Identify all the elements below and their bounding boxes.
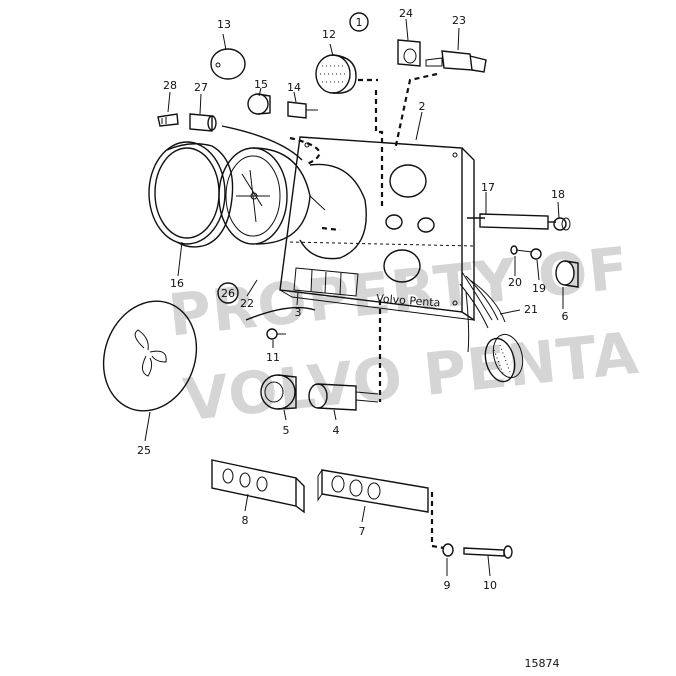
switch-knob	[260, 374, 297, 410]
callout-label: 12	[322, 28, 336, 41]
callout-label: 7	[359, 525, 366, 538]
callout-labels: 13 12 24 23 2 28 27 15 14 17 18 20 19 6 …	[137, 7, 569, 592]
callout-label: 27	[194, 81, 208, 94]
callout-label: 17	[481, 181, 495, 194]
callout-label: 22	[240, 297, 254, 310]
callout-label: 20	[508, 276, 522, 289]
key-switch	[425, 50, 487, 73]
callout-label: 26	[221, 287, 235, 300]
callout-label: 11	[266, 351, 280, 364]
callout-label: 6	[562, 310, 569, 323]
gasket-ring	[299, 163, 367, 260]
figure-number: 1	[356, 16, 363, 29]
callout-label: 23	[452, 14, 466, 27]
callout-label: 18	[551, 188, 565, 201]
fuse-holder-small	[211, 459, 305, 514]
callout-label: 4	[333, 424, 340, 437]
switch-body	[308, 383, 379, 411]
callout-label: 14	[287, 81, 301, 94]
callout-label: 28	[163, 79, 177, 92]
instrument-panel: Volvo Penta	[279, 136, 475, 322]
bulb	[157, 113, 179, 127]
callout-26-circle	[217, 282, 239, 304]
bolt	[463, 545, 513, 559]
figure-number-circle	[349, 12, 369, 32]
panel-print: Volvo Penta	[376, 292, 441, 309]
callout-label: 21	[524, 303, 538, 316]
washer	[442, 543, 454, 557]
callout-label: 13	[217, 18, 231, 31]
gauge-bezel	[148, 141, 234, 248]
callout-label: 10	[483, 579, 497, 592]
cap	[210, 48, 246, 80]
lamp-socket	[247, 93, 318, 119]
label-plate	[397, 39, 421, 67]
callout-label: 15	[254, 78, 268, 91]
screw	[510, 245, 542, 260]
callout-label: 2	[419, 100, 426, 113]
callout-label: 5	[283, 424, 290, 437]
callout-label: 16	[170, 277, 184, 290]
lamp-strip	[479, 213, 549, 230]
bulb-holder	[189, 113, 217, 132]
cover-lens	[102, 300, 198, 412]
connector	[315, 54, 357, 94]
callout-label: 8	[242, 514, 249, 527]
callout-label: 25	[137, 444, 151, 457]
cap-sleeve	[555, 260, 579, 288]
callout-leaders	[144, 18, 564, 577]
callout-label: 24	[399, 7, 413, 20]
assembly-lines	[221, 72, 556, 550]
callout-label: 3	[295, 306, 302, 319]
gauge	[218, 147, 326, 245]
warning-lamp	[266, 328, 286, 340]
wiring-harness	[459, 271, 524, 383]
callout-label: 9	[444, 579, 451, 592]
callout-label: 19	[532, 282, 546, 295]
nut	[553, 217, 571, 231]
fuse-holder-large	[317, 469, 429, 513]
document-number: 15874	[525, 657, 560, 670]
